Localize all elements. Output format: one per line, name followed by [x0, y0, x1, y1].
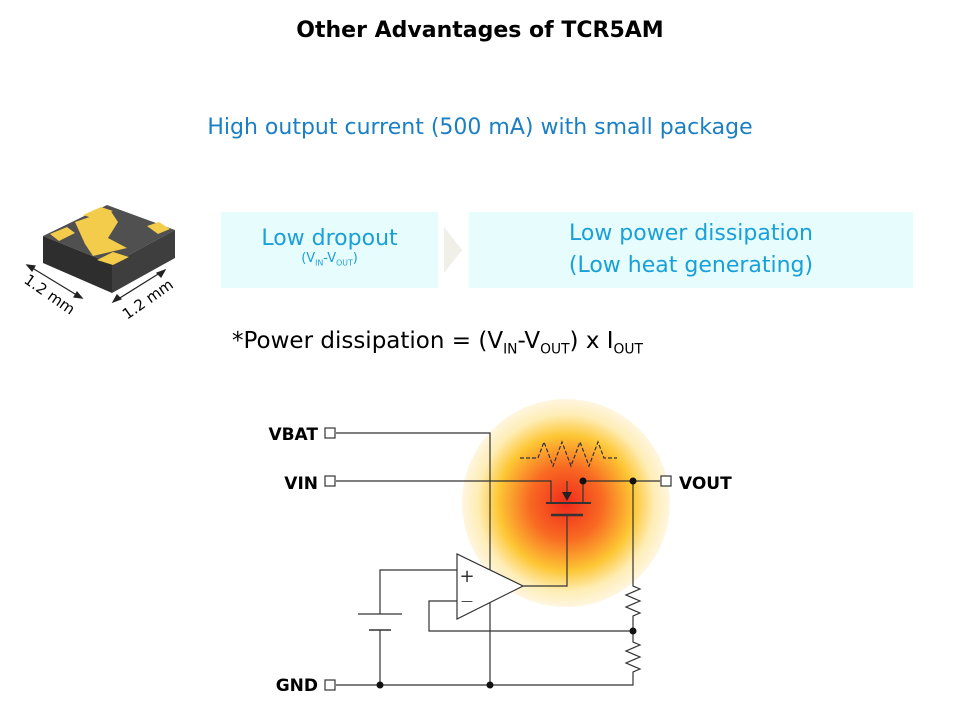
low-heat-label: (Low heat generating) — [568, 253, 814, 278]
page-title: Other Advantages of TCR5AM — [296, 18, 664, 43]
plus-sign: + — [459, 566, 474, 587]
gnd-label: GND — [276, 676, 318, 696]
t: (V — [301, 251, 316, 266]
power-formula: *Power dissipation = (VIN-VOUT) x IOUT — [232, 328, 643, 358]
t: -V — [323, 251, 337, 266]
low-dropout-box: Low dropout (VIN-VOUT) — [221, 212, 438, 288]
low-power-box: Low power dissipation (Low heat generati… — [469, 212, 913, 288]
minus-sign: — — [461, 594, 473, 608]
low-power-label: Low power dissipation — [568, 221, 813, 246]
t: OUT — [336, 258, 353, 268]
subtitle: High output current (500 mA) with small … — [207, 115, 753, 140]
t: OUT — [613, 341, 643, 358]
vbat-label: VBAT — [268, 425, 318, 445]
vout-label: VOUT — [679, 474, 732, 494]
t: IN — [503, 341, 518, 358]
arrow-right-icon — [444, 227, 462, 273]
t: -V — [517, 328, 541, 354]
vin-label: VIN — [284, 474, 318, 494]
t: ) x I — [569, 328, 614, 354]
t: ) — [352, 251, 358, 266]
package-image: 1.2 mm 1.2 mm — [21, 205, 177, 323]
low-dropout-label: Low dropout — [261, 226, 398, 251]
t: IN — [315, 258, 324, 268]
t: OUT — [540, 341, 570, 358]
t: *Power dissipation = (V — [232, 328, 504, 354]
dropout-formula: (VIN-VOUT) — [221, 251, 438, 268]
